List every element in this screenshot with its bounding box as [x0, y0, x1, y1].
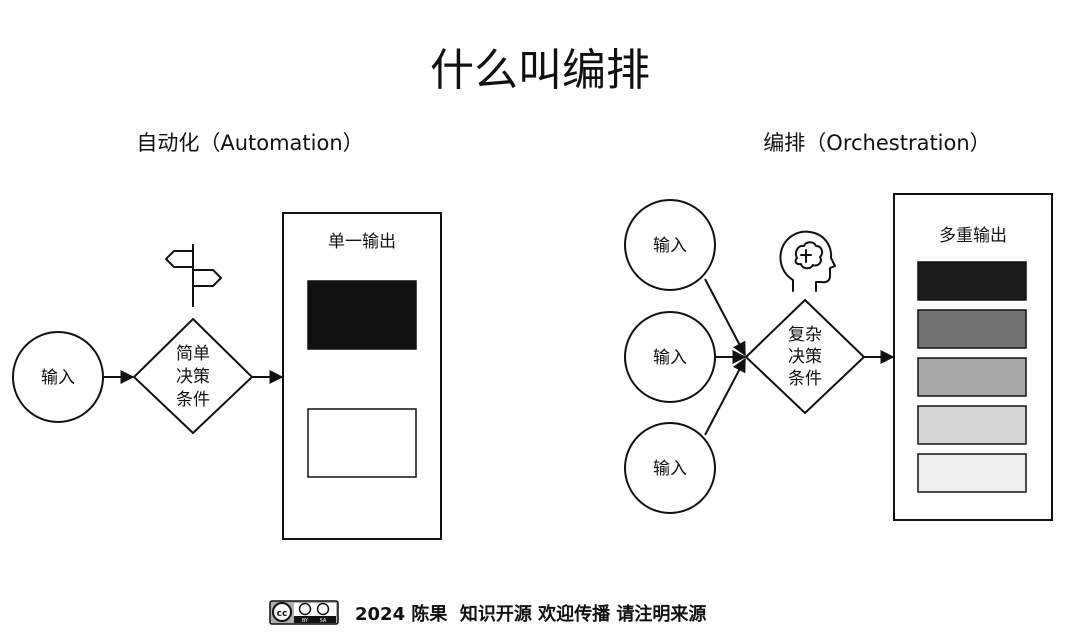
single-output-panel: 单一输出 [282, 212, 442, 540]
multi-output-bar-5 [917, 453, 1027, 493]
multi-output-label: 多重输出 [939, 226, 1007, 246]
orchestration-input-arrow-1 [704, 278, 746, 357]
orchestration-decision-node: 复杂 决策 条件 [744, 298, 866, 415]
automation-input-node: 输入 [12, 331, 104, 423]
brain-head-icon [779, 230, 836, 292]
orchestration-input-node-3: 输入 [624, 422, 716, 514]
orchestration-heading: 编排（Orchestration） [763, 131, 990, 155]
multi-output-bar-4 [917, 405, 1027, 445]
cc-by-sa-icon: cc BY SA [269, 600, 339, 625]
automation-heading: 自动化（Automation） [136, 131, 363, 155]
automation-decision-line-3: 条件 [176, 390, 210, 410]
cc-by-label: BY [302, 618, 309, 624]
single-output-block-filled [307, 280, 417, 350]
orchestration-input-label-2: 输入 [653, 348, 687, 368]
orchestration-input-label-3: 输入 [653, 459, 687, 479]
orchestration-input-label-1: 输入 [653, 236, 687, 256]
multi-output-bar-1 [917, 261, 1027, 301]
automation-input-label: 输入 [41, 368, 75, 388]
automation-decision-line-2: 决策 [176, 367, 210, 387]
orchestration-input-node-2: 输入 [624, 311, 716, 403]
multi-output-panel: 多重输出 [893, 193, 1053, 521]
automation-decision-node: 简单 决策 条件 [132, 317, 254, 435]
multi-output-bars [917, 261, 1027, 493]
single-output-block-empty [307, 408, 417, 478]
multi-output-bar-3 [917, 357, 1027, 397]
multi-output-bar-2 [917, 309, 1027, 349]
orchestration-decision-line-1: 复杂 [788, 325, 822, 345]
cc-sa-label: SA [320, 618, 327, 624]
orchestration-decision-line-3: 条件 [788, 369, 822, 389]
orchestration-decision-line-2: 决策 [788, 347, 822, 367]
slide-title: 什么叫编排 [430, 45, 650, 96]
signpost-icon [165, 244, 222, 307]
orchestration-input-arrow-3 [704, 357, 746, 436]
automation-decision-line-1: 简单 [176, 344, 210, 364]
cc-badge-label: cc [277, 609, 288, 619]
single-output-label: 单一输出 [328, 232, 396, 252]
orchestration-input-node-1: 输入 [624, 199, 716, 291]
license-text: 2024 陈果 知识开源 欢迎传播 请注明来源 [355, 603, 706, 625]
